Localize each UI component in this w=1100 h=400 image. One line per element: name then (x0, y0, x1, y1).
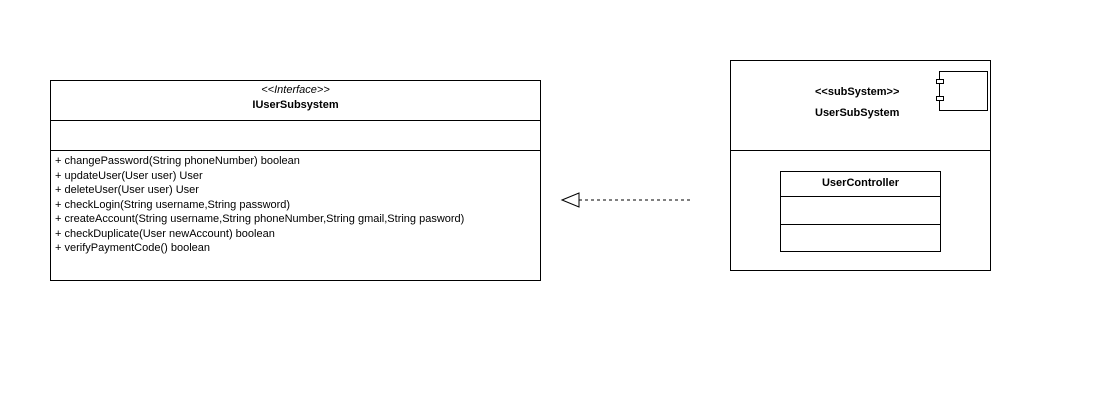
component-tab-bottom (936, 96, 944, 101)
interface-methods-section: + changePassword(String phoneNumber) boo… (51, 151, 540, 256)
user-controller-class[interactable]: UserController (780, 171, 941, 252)
controller-name: UserController (781, 172, 940, 197)
method-item: + deleteUser(User user) User (55, 184, 199, 196)
method-item: + createAccount(String username,String p… (55, 213, 465, 225)
method-item: + updateUser(User user) User (55, 169, 203, 182)
controller-methods-section (781, 225, 940, 252)
hollow-triangle-arrowhead (560, 192, 580, 208)
method-item: + changePassword(String phoneNumber) boo… (55, 155, 300, 167)
controller-attributes-section (781, 197, 940, 225)
component-tab-top (936, 79, 944, 84)
subsystem-header: <<subSystem>> UserSubSystem (731, 61, 990, 151)
method-item: + checkDuplicate(User newAccount) boolea… (55, 227, 275, 240)
interface-name: IUserSubsystem (252, 99, 339, 111)
interface-class-box[interactable]: <<Interface>> IUserSubsystem + changePas… (50, 80, 541, 281)
interface-header: <<Interface>> IUserSubsystem (51, 81, 540, 121)
subsystem-name: UserSubSystem (815, 107, 900, 119)
method-item: + checkLogin(String username,String pass… (55, 198, 291, 211)
interface-stereotype: <<Interface>> (261, 84, 330, 96)
method-item: + verifyPaymentCode() boolean (55, 242, 210, 254)
component-icon (936, 71, 988, 111)
subsystem-box[interactable]: <<subSystem>> UserSubSystem UserControll… (730, 60, 991, 271)
subsystem-stereotype: <<subSystem>> (815, 86, 900, 98)
interface-attributes-section (51, 121, 540, 151)
